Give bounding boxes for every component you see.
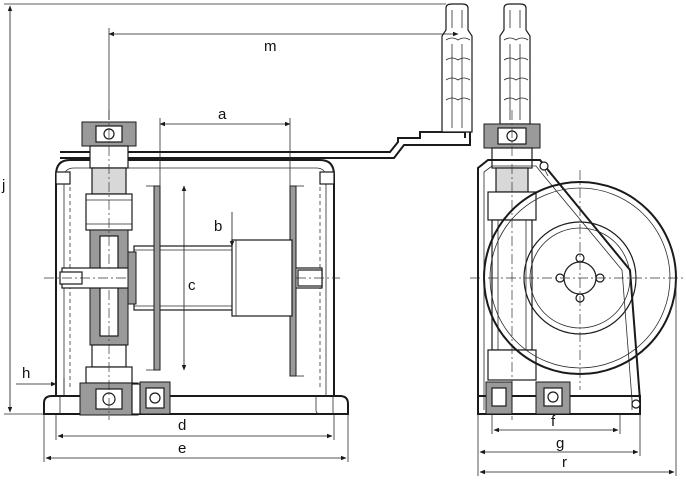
label-g: g [556,435,564,452]
side-handle-grip [499,3,531,125]
label-f: f [551,413,556,430]
label-r: r [562,454,567,471]
dimension-d: d [55,414,335,440]
bottom-bearing [131,381,171,415]
label-a: a [218,106,227,123]
label-d: d [178,417,186,434]
dimension-e: e [43,414,349,462]
drum [127,185,304,377]
label-c: c [188,277,196,294]
handle-grip [441,3,473,133]
dimension-a: a [159,106,291,186]
dimension-b: b [214,212,235,247]
dimension-m: m [108,28,459,120]
dimension-j: j [1,3,446,415]
dimension-g: g [477,414,641,456]
dimension-c: c [181,185,196,371]
label-m: m [264,38,277,55]
dimension-r: r [477,278,677,476]
label-h: h [22,365,30,382]
label-b: b [214,218,222,235]
base-plate [43,395,349,415]
front-view: a b c m j h [1,3,473,462]
side-base [477,381,641,415]
dimension-f: f [491,413,621,434]
pinion-shaft [79,110,139,420]
dimension-h: h [16,365,65,396]
label-j: j [1,177,5,194]
label-e: e [178,440,186,457]
side-view: f g r [470,3,686,476]
